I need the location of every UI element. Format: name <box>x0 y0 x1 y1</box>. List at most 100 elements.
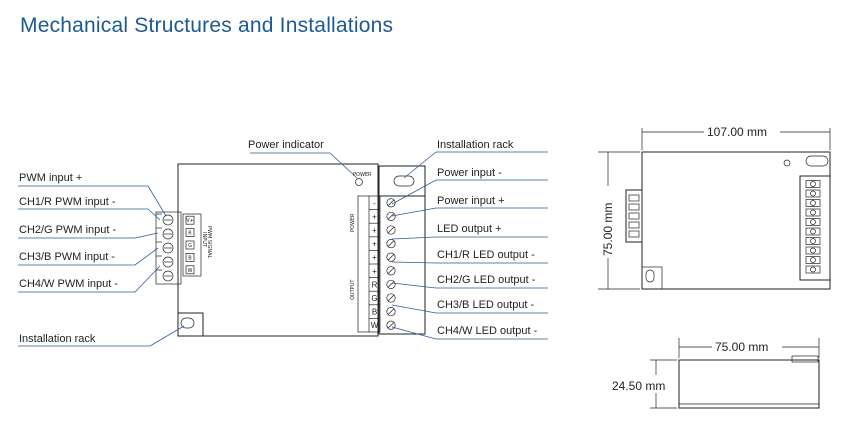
output-terminal-screw <box>386 293 396 303</box>
bottom-body <box>678 359 820 409</box>
output-terminal-screw <box>386 225 396 235</box>
side-terminal-slot <box>805 218 821 226</box>
label-power-input-plus: Power input + <box>437 195 505 207</box>
label-installation-rack-left: Installation rack <box>19 333 96 345</box>
output-terminal-label: + <box>372 226 377 235</box>
side-terminal-screw <box>810 238 816 244</box>
input-terminal-box <box>185 240 195 250</box>
label-installation-rack-right: Installation rack <box>437 139 514 151</box>
input-terminal-screw <box>162 228 174 240</box>
output-terminal-label: + <box>372 212 377 221</box>
input-terminal-screw <box>162 256 174 268</box>
label-pwm-input-plus: PWM input + <box>19 172 82 184</box>
side-input-slot <box>628 203 640 211</box>
output-terminal-screw <box>386 266 396 276</box>
side-terminal-slot <box>805 189 821 198</box>
input-terminal-label: R <box>188 231 192 237</box>
side-terminal-slot <box>805 265 821 274</box>
side-terminal-screw <box>810 200 816 206</box>
input-terminal-box <box>185 228 195 237</box>
input-terminal-label: W <box>188 268 193 274</box>
side-terminal-slot <box>805 237 821 245</box>
output-screw-slot <box>387 281 395 288</box>
bottom-height-dimension: 24.50 mm <box>612 379 665 393</box>
output-terminal-screw <box>386 211 396 221</box>
output-terminal-screw <box>386 279 396 289</box>
output-screw-slot <box>387 294 395 302</box>
input-terminal-block <box>155 211 182 285</box>
output-terminal-screw <box>386 239 396 249</box>
side-terminal-screw <box>810 228 816 235</box>
label-ch2-pwm-input: CH2/G PWM input - <box>19 224 117 236</box>
side-terminal-screw <box>810 219 816 225</box>
side-view: 107.00 mm 75.00 mm <box>598 125 831 290</box>
power-indicator-led <box>355 178 363 186</box>
right-mounting-slot <box>393 175 415 187</box>
input-terminal-screw <box>162 242 174 254</box>
side-terminal-screw <box>810 190 816 197</box>
side-bottom-ear <box>641 266 663 290</box>
input-caption: INPUT <box>201 232 207 248</box>
side-indicator <box>783 159 791 167</box>
output-terminal-screw <box>386 320 396 330</box>
output-terminal-screw <box>386 198 396 208</box>
label-ch3-pwm-input: CH3/B PWM input - <box>19 251 115 263</box>
side-terminal-screw <box>810 181 816 187</box>
left-mounting-slot <box>180 317 195 329</box>
output-terminal-screw <box>386 252 396 262</box>
side-height-dimension: 75.00 mm <box>601 203 615 256</box>
left-mounting-ear <box>177 312 204 337</box>
right-mounting-ear <box>378 165 426 197</box>
indicator-leader <box>250 152 358 179</box>
output-terminal-label: - <box>373 199 376 208</box>
input-terminal-screw <box>162 270 174 282</box>
label-power-indicator: Power indicator <box>248 139 324 151</box>
label-ch1-pwm-input: CH1/R PWM input - <box>19 196 116 208</box>
side-terminal-screw <box>810 257 816 263</box>
label-led-output-plus: LED output + <box>437 223 502 235</box>
right-leaders <box>391 151 548 340</box>
output-terminal-label: B <box>372 308 377 317</box>
side-terminal-screw <box>810 266 816 273</box>
label-ch1-led-output: CH1/R LED output - <box>437 249 535 261</box>
side-input-slot <box>628 230 640 238</box>
bottom-width-dimension: 75.00 mm <box>715 340 768 354</box>
output-terminal-frame <box>378 195 426 335</box>
output-screw-slot <box>387 240 395 247</box>
side-terminal-screw <box>810 209 816 216</box>
side-terminal-slot <box>805 246 821 255</box>
output-terminal-label: G <box>371 294 377 303</box>
side-input-slot <box>628 221 640 229</box>
input-terminal-box <box>185 253 195 262</box>
input-terminal-label: G <box>188 243 192 249</box>
controller-body <box>177 163 379 337</box>
input-terminal-box <box>185 265 195 275</box>
output-screw-slot <box>387 321 395 329</box>
output-screw-slot <box>387 226 395 234</box>
output-terminal-label: W <box>371 321 379 330</box>
output-screw-slot <box>387 308 395 315</box>
output-terminal-label: + <box>372 267 377 276</box>
label-ch2-led-output: CH2/G LED output - <box>437 274 536 286</box>
bottom-view: 75.00 mm 24.50 mm <box>612 338 820 409</box>
label-ch3-led-output: CH3/B LED output - <box>437 299 535 311</box>
label-ch4-led-output: CH4/W LED output - <box>437 325 538 337</box>
output-screw-slot <box>387 213 395 220</box>
output-screw-slot <box>387 199 395 207</box>
side-terminal-slot <box>805 256 821 264</box>
side-top-slot <box>805 155 829 167</box>
output-caption: OUTPUT <box>350 279 356 300</box>
left-leaders <box>18 185 185 347</box>
side-terminal-screw <box>810 247 816 254</box>
output-terminal-label: + <box>372 240 377 249</box>
side-terminal-slot <box>805 180 821 188</box>
side-input-slot <box>628 194 640 202</box>
side-input-slot <box>628 212 640 220</box>
input-signal-caption: PWM SIGNAL <box>206 226 212 259</box>
output-screw-slot <box>387 253 395 261</box>
side-terminal-slot <box>805 208 821 217</box>
output-terminal-label: R <box>372 280 378 289</box>
label-ch4-pwm-input: CH4/W PWM input - <box>19 278 118 290</box>
input-terminal-label: V+ <box>186 218 194 224</box>
output-terminal-label: + <box>372 253 377 262</box>
